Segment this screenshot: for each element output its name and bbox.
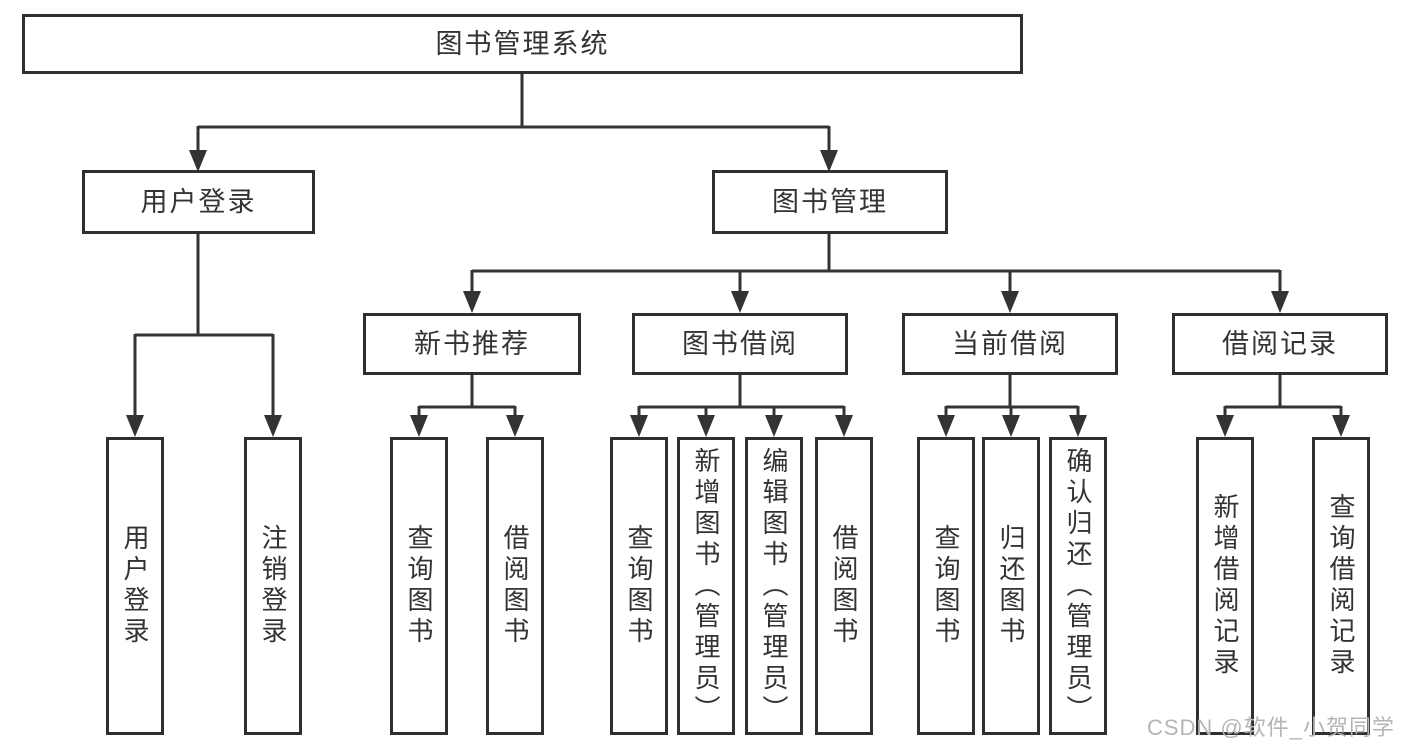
node-borrowing-records: 借阅记录 — [1172, 313, 1388, 375]
node-user-login: 用户登录 — [82, 170, 315, 234]
leaf-label: 借阅图书 — [829, 524, 859, 648]
leaf-borrow-books-recommend: 借阅图书 — [486, 437, 544, 735]
node-new-book-recommendation: 新书推荐 — [363, 313, 581, 375]
leaf-label: 归还图书 — [996, 524, 1026, 648]
leaf-label: 借阅图书 — [500, 524, 530, 648]
leaf-label: 查询图书 — [404, 524, 434, 648]
node-book-management: 图书管理 — [712, 170, 948, 234]
leaf-label: 查询图书 — [931, 524, 961, 648]
leaf-label: 新增借阅记录 — [1210, 493, 1240, 679]
leaf-logout: 注销登录 — [244, 437, 302, 735]
leaf-add-borrow-record: 新增借阅记录 — [1196, 437, 1254, 735]
leaf-confirm-return-admin: 确认归还（管理员） — [1049, 437, 1107, 735]
leaf-label: 确认归还（管理员） — [1063, 446, 1093, 726]
leaf-query-books-recommend: 查询图书 — [390, 437, 448, 735]
leaf-add-books-admin: 新增图书（管理员） — [677, 437, 735, 735]
leaf-label: 新增图书（管理员） — [691, 446, 721, 726]
node-library-system: 图书管理系统 — [22, 14, 1023, 74]
leaf-edit-books-admin: 编辑图书（管理员） — [745, 437, 803, 735]
leaf-label: 注销登录 — [258, 524, 288, 648]
node-current-borrowing: 当前借阅 — [902, 313, 1118, 375]
leaf-query-borrow-record: 查询借阅记录 — [1312, 437, 1370, 735]
leaf-label: 编辑图书（管理员） — [759, 446, 789, 726]
leaf-user-login: 用户登录 — [106, 437, 164, 735]
csdn-watermark: CSDN @软件_小贺同学 — [1146, 715, 1395, 740]
leaf-query-books-current: 查询图书 — [917, 437, 975, 735]
leaf-label: 查询借阅记录 — [1326, 493, 1356, 679]
leaf-label: 查询图书 — [624, 524, 654, 648]
node-book-borrowing: 图书借阅 — [632, 313, 848, 375]
leaf-label: 用户登录 — [120, 524, 150, 648]
leaf-borrow-books: 借阅图书 — [815, 437, 873, 735]
leaf-return-books: 归还图书 — [982, 437, 1040, 735]
leaf-query-books-borrowing: 查询图书 — [610, 437, 668, 735]
